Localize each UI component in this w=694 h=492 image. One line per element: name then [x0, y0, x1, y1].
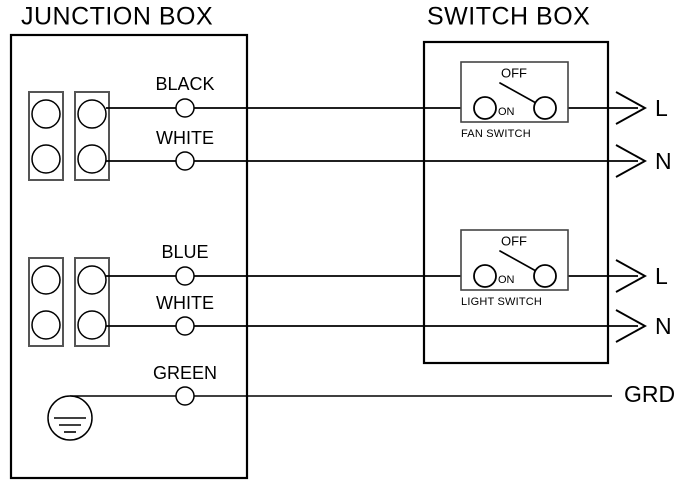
- terminal-hole: [77, 144, 107, 174]
- terminal-hole: [31, 144, 61, 174]
- light-switch-on-label: ON: [498, 274, 515, 286]
- terminal-hole: [77, 99, 107, 129]
- wire-label-white-light: WHITE: [156, 293, 214, 313]
- fan-switch-off-label: OFF: [501, 65, 527, 80]
- wire-label-white-fan: WHITE: [156, 128, 214, 148]
- arrow-head-fan-line: [615, 91, 647, 125]
- fan-switch-on-label: ON: [498, 106, 515, 118]
- fan-switch-name: FAN SWITCH: [461, 128, 531, 140]
- terminal-hole: [77, 310, 107, 340]
- arrow-head-fan-neutral: [615, 144, 647, 178]
- switch-box-outline: [422, 40, 610, 365]
- lower-terminal-block: [28, 257, 110, 347]
- arrow-head-light-neutral: [615, 309, 647, 343]
- fan-switch-pivot-contact[interactable]: [533, 96, 557, 120]
- terminal-label-light-neutral: N: [655, 313, 672, 339]
- light-switch-pivot-contact[interactable]: [533, 264, 557, 288]
- wire-label-green: GREEN: [153, 363, 217, 383]
- arrow-head-light-line: [615, 259, 647, 293]
- fan-switch-on-contact[interactable]: [473, 96, 497, 120]
- light-switch-body[interactable]: [460, 229, 569, 291]
- wire-label-black: BLACK: [155, 74, 214, 94]
- wire-label-blue: BLUE: [161, 242, 208, 262]
- splice-marker-white-light: [175, 316, 195, 336]
- earth-ground-icon: [47, 395, 93, 441]
- junction-box-outline: [9, 33, 249, 480]
- terminal-hole: [31, 99, 61, 129]
- fan-switch[interactable]: OFF ON FAN SWITCH: [460, 61, 569, 140]
- switch-box-title: SWITCH BOX: [427, 3, 590, 31]
- light-switch-off-label: OFF: [501, 233, 527, 248]
- light-switch-on-contact[interactable]: [473, 264, 497, 288]
- splice-marker-black: [175, 98, 195, 118]
- junction-box-title: JUNCTION BOX: [21, 3, 213, 31]
- terminal-label-ground: GRD: [624, 381, 675, 407]
- light-switch[interactable]: OFF ON LIGHT SWITCH: [460, 229, 569, 308]
- terminal-hole: [31, 265, 61, 295]
- terminal-hole: [31, 310, 61, 340]
- terminal-label-light-line: L: [655, 263, 668, 289]
- light-switch-name: LIGHT SWITCH: [461, 296, 542, 308]
- splice-marker-green: [175, 386, 195, 406]
- terminal-hole: [77, 265, 107, 295]
- splice-marker-white-fan: [175, 151, 195, 171]
- terminal-label-fan-line: L: [655, 95, 668, 121]
- terminal-label-fan-neutral: N: [655, 148, 672, 174]
- fan-switch-body[interactable]: [460, 61, 569, 123]
- upper-terminal-block: [28, 91, 110, 181]
- splice-marker-blue: [175, 266, 195, 286]
